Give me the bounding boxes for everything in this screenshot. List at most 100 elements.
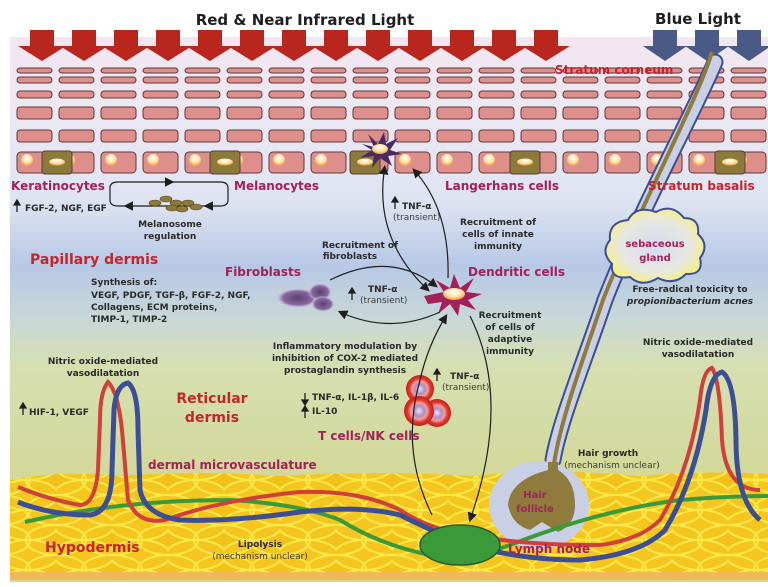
keratinocyte-cell: [646, 90, 683, 99]
keratinocyte-cell: [226, 76, 263, 84]
free-radical-1: Free-radical toxicity to: [632, 285, 747, 295]
blue-light-arrow-icon: [643, 30, 687, 61]
regulation-arrows: [12, 195, 442, 418]
up-arrow-icon: [347, 286, 357, 300]
keratinocyte-cell: [436, 76, 473, 84]
keratinocyte-cell: [604, 90, 641, 99]
melanocyte-nucleus: [217, 158, 233, 166]
hypodermis-label: Hypodermis: [45, 540, 140, 556]
hair-follicle-label-1: Hair: [523, 490, 547, 501]
keratinocyte-cell: [394, 106, 431, 120]
recruit-innate-3: immunity: [474, 242, 522, 252]
red-light-arrow-icon: [228, 30, 276, 61]
down-arrow-icon: [300, 393, 310, 407]
keratinocyte-cell: [142, 67, 179, 74]
reticular-dermis-label-1: Reticular: [176, 391, 247, 407]
no-left-1: Nitric oxide-mediated: [48, 357, 158, 367]
lipolysis-mech: (mechanism unclear): [212, 552, 308, 562]
no-right-2: vasodilatation: [662, 350, 735, 360]
recruit-innate-1: Recruitment of: [460, 218, 536, 228]
melanocyte-nucleus: [357, 158, 373, 166]
recruit-adaptive-4: immunity: [486, 347, 534, 357]
synthesis-line-1: VEGF, PDGF, TGF-β, FGF-2, NGF,: [91, 291, 251, 301]
keratinocyte-cell: [730, 67, 767, 74]
langerhans-cell: [360, 132, 402, 168]
keratinocyte-factors: FGF-2, NGF, EGF: [25, 204, 107, 214]
keratinocyte-cell: [100, 106, 137, 120]
keratinocyte-cell: [184, 129, 221, 143]
keratinocyte-cell: [520, 90, 557, 99]
keratinocyte-cell: [604, 76, 641, 84]
transient-tcells: (transient): [442, 383, 489, 393]
cell-nucleus: [189, 154, 201, 166]
keratinocyte-cell: [562, 67, 599, 74]
red-light-arrow-icon: [522, 30, 570, 61]
cytokines-down: TNF-α, IL-1β, IL-6: [312, 393, 399, 403]
keratinocyte-cell: [562, 76, 599, 84]
papillary-dermis-label: Papillary dermis: [30, 252, 158, 268]
lymph-node: [419, 524, 501, 566]
recruit-adaptive-3: adaptive: [488, 335, 532, 345]
melanocyte-nucleus: [49, 158, 65, 166]
keratinocyte-cell: [100, 90, 137, 99]
keratinocyte-cell: [562, 106, 599, 120]
keratinocyte-cell: [688, 129, 725, 143]
keratinocyte-cell: [310, 67, 347, 74]
melanosome-label-2: regulation: [144, 232, 197, 242]
stratum-basalis-label: Stratum basalis: [648, 179, 755, 193]
keratinocyte-cell: [16, 90, 53, 99]
cell-nucleus: [483, 154, 495, 166]
keratinocyte-cell: [604, 67, 641, 74]
recruit-fibroblasts-2: fibroblasts: [323, 252, 377, 262]
inflammatory-line-2: inhibition of COX-2 mediated: [272, 354, 418, 364]
langerhans-label: Langerhans cells: [445, 179, 559, 193]
hair-growth: Hair growth: [578, 449, 638, 459]
keratinocyte-cell: [184, 90, 221, 99]
tnf-tcells: TNF-α: [450, 372, 479, 382]
keratinocyte-cell: [16, 67, 53, 74]
red-light-arrow-icon: [102, 30, 150, 61]
keratinocyte-cell: [730, 106, 767, 120]
red-light-arrow-icon: [144, 30, 192, 61]
keratinocyte-cell: [268, 90, 305, 99]
keratinocyte-cell: [604, 106, 641, 120]
inflammatory-line-3: prostaglandin synthesis: [284, 366, 406, 376]
epidermis-cell-grid: [16, 67, 767, 175]
red-light-arrow-icon: [60, 30, 108, 61]
dendritic-cell: [424, 274, 482, 316]
keratinocyte-cell: [436, 129, 473, 143]
transient-fibroblast: (transient): [360, 296, 407, 306]
keratinocyte-cell: [226, 90, 263, 99]
hair-follicle-label-2: follicle: [516, 504, 554, 515]
cytokines-up: IL-10: [312, 407, 337, 417]
hair-follicle: [489, 51, 724, 549]
hair-growth-mech: (mechanism unclear): [564, 461, 660, 471]
hif-vegf: HIF-1, VEGF: [29, 408, 89, 418]
tnf-langerhans: TNF-α: [402, 202, 431, 212]
keratinocyte-cell: [268, 106, 305, 120]
melanocytes-label: Melanocytes: [234, 179, 319, 193]
keratinocyte-cell: [310, 129, 347, 143]
red-light-arrow-icon: [312, 30, 360, 61]
recruit-adaptive-2: of cells of: [485, 323, 535, 333]
red-light-arrow-icon: [396, 30, 444, 61]
cell-nucleus: [441, 154, 453, 166]
synthesis-line-3: TIMP-1, TIMP-2: [91, 315, 167, 325]
keratinocyte-cell: [520, 76, 557, 84]
keratinocyte-cell: [394, 129, 431, 143]
red-light-arrow-icon: [186, 30, 234, 61]
keratinocyte-cell: [520, 106, 557, 120]
no-right-1: Nitric oxide-mediated: [643, 338, 753, 348]
melanocyte-nucleus: [517, 158, 533, 166]
cell-nucleus: [21, 154, 33, 166]
reticular-dermis-label-2: dermis: [185, 410, 239, 426]
keratinocyte-cell: [352, 67, 389, 74]
keratinocyte-cell: [730, 76, 767, 84]
keratinocyte-cell: [478, 106, 515, 120]
sebaceous-label-1: sebaceous: [625, 239, 684, 250]
keratinocyte-cell: [604, 129, 641, 143]
keratinocyte-cell: [226, 106, 263, 120]
keratinocyte-cell: [100, 76, 137, 84]
keratinocyte-cell: [562, 90, 599, 99]
melanosome-loop: [109, 177, 229, 213]
